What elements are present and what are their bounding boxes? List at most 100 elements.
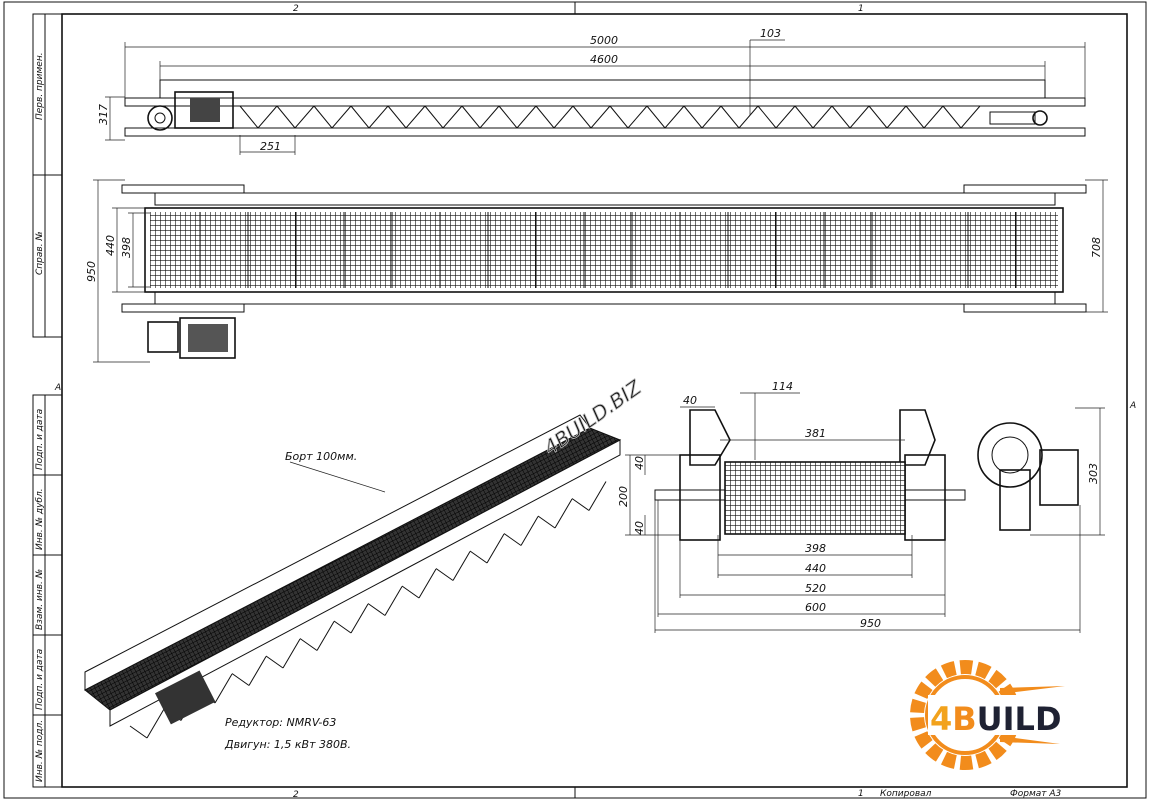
truss-member	[905, 105, 925, 129]
iso-truss-member	[316, 621, 335, 651]
iso-truss-member	[537, 515, 556, 529]
truss-member	[331, 105, 352, 129]
iso-truss-member	[435, 568, 454, 581]
truss-member	[313, 105, 333, 129]
truss-member	[405, 105, 426, 129]
truss-member	[720, 105, 740, 129]
dim-section-440: 440	[805, 562, 826, 575]
iso-truss-member	[248, 656, 267, 686]
section-belt	[724, 461, 906, 535]
truss-member	[294, 105, 315, 129]
truss-member	[775, 105, 796, 129]
dim-belt-length: 4600	[590, 53, 618, 66]
dim-section-40-b: 40	[633, 521, 646, 535]
stamp-label: Перв. примен.	[35, 52, 45, 120]
truss-member	[738, 105, 759, 129]
left-stamp: Перв. примен. Справ. № Подп. и дата Инв.…	[32, 13, 63, 788]
stamp-label: Взам. инв. №	[35, 569, 45, 630]
iso-truss-member	[503, 533, 522, 546]
truss-member	[683, 105, 703, 129]
zone-label: 2	[293, 4, 299, 14]
dim-section-40-a: 40	[633, 456, 646, 470]
truss-member	[572, 105, 592, 129]
truss-member	[553, 105, 574, 129]
note-motor: Двигун: 1,5 кВт 380В.	[224, 738, 351, 751]
truss-member	[516, 105, 537, 129]
motor-plan	[147, 317, 236, 359]
side-view: 5000 4600 103 317 251	[97, 27, 1086, 155]
dim-section-398: 398	[805, 542, 826, 555]
truss-member	[239, 105, 259, 129]
truss-member	[664, 105, 685, 129]
dim-right-width: 708	[1090, 237, 1103, 258]
truss-member	[590, 105, 611, 129]
title-block: 1 Копировал Формат А3	[858, 789, 1062, 799]
stamp-label: Подп. и дата	[35, 409, 45, 470]
truss-member	[868, 105, 888, 129]
iso-truss-member	[333, 620, 352, 634]
iso-truss-member	[367, 603, 386, 616]
truss-member	[479, 105, 500, 129]
iso-truss-member	[231, 673, 250, 686]
truss-member	[923, 105, 944, 129]
iso-truss-member	[452, 551, 471, 581]
truss-member	[812, 105, 833, 129]
truss-member	[350, 105, 370, 129]
plan-view: 950 440 398 708	[85, 179, 1108, 363]
iso-truss-member	[282, 638, 301, 669]
mesh-belt	[150, 212, 1058, 288]
iso-truss-member	[384, 586, 403, 616]
logo: 4BUILD	[910, 660, 1068, 770]
iso-truss-member	[469, 550, 488, 564]
section-motor	[977, 422, 1079, 531]
iso-truss-member	[401, 585, 420, 599]
truss-member	[276, 105, 296, 129]
truss-member	[646, 105, 666, 129]
iso-truss-member	[350, 603, 369, 634]
truss-member	[609, 105, 629, 129]
dim-frame-width: 440	[104, 235, 117, 256]
dim-section-600: 600	[805, 601, 826, 614]
zone-label: A	[54, 383, 61, 393]
truss-member	[960, 105, 981, 129]
truss-member	[535, 105, 555, 129]
dim-section-520: 520	[805, 582, 826, 595]
truss-member	[498, 105, 518, 129]
copied-label: Копировал	[880, 789, 932, 799]
iso-truss-member	[554, 498, 573, 529]
stamp-label: Подп. и дата	[35, 649, 45, 710]
zone-label: A	[1129, 401, 1136, 411]
truss-member	[701, 105, 722, 129]
truss-member	[442, 105, 463, 129]
stamp-label: Инв. № дубл.	[35, 488, 45, 550]
truss-member	[794, 105, 814, 129]
truss-member	[942, 105, 962, 129]
truss-member	[387, 105, 407, 129]
truss-member	[757, 105, 777, 129]
truss-member	[831, 105, 851, 129]
dim-overall-length: 5000	[590, 34, 618, 47]
logo-text: 4BUILD	[930, 700, 1062, 738]
iso-truss-member	[588, 481, 607, 511]
iso-truss-member	[129, 725, 148, 739]
note-side-board: Борт 100мм.	[285, 450, 357, 463]
dim-section-40-top: 40	[683, 394, 697, 407]
truss-member	[424, 105, 444, 129]
stamp-label: Справ. №	[35, 231, 45, 275]
truss-member	[368, 105, 389, 129]
truss-member	[886, 105, 907, 129]
zone-label: 2	[293, 790, 299, 800]
dim-section-200: 200	[617, 486, 630, 507]
truss-member	[461, 105, 481, 129]
dim-belt-width: 398	[120, 237, 133, 258]
truss-member	[849, 105, 870, 129]
zone-label: 1	[858, 4, 864, 14]
iso-truss-member	[265, 655, 284, 669]
note-reducer: Редуктор: NMRV-63	[225, 716, 336, 729]
iso-truss-member	[571, 498, 590, 511]
stamp-label: Инв. № подл.	[35, 720, 45, 782]
iso-truss-member	[418, 568, 437, 599]
iso-truss-member	[486, 533, 505, 564]
dim-section-303: 303	[1087, 463, 1100, 484]
